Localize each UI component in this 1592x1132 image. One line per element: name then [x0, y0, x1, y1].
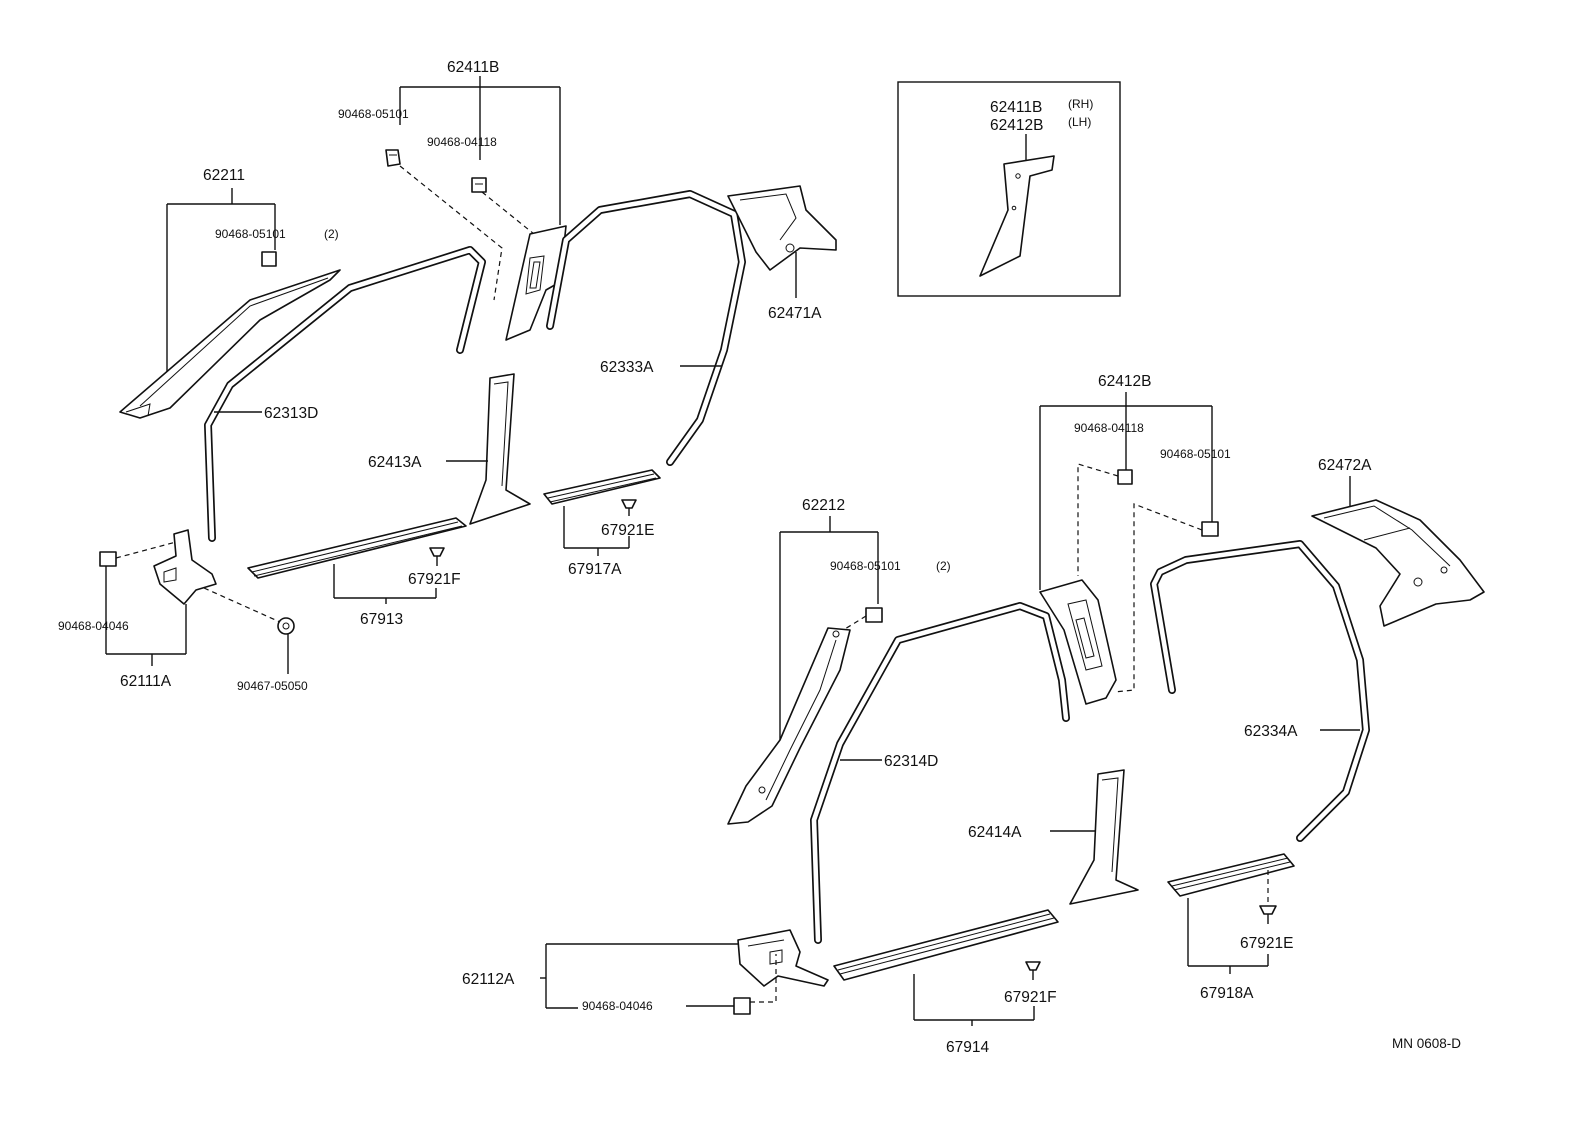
diagram-reference-code: MN 0608-D	[1392, 1036, 1461, 1051]
label-62411B-top: 62411B	[447, 59, 499, 76]
label-qty-2-right: (2)	[936, 559, 951, 573]
part-62313D	[204, 246, 486, 542]
part-62111A	[153, 529, 217, 605]
label-62414A: 62414A	[968, 824, 1022, 841]
part-67917A	[543, 469, 661, 505]
label-90468-04118-right: 90468-04118	[1074, 421, 1144, 435]
inset-box	[897, 81, 1121, 297]
part-62411B-upper	[505, 225, 567, 341]
part-67918A	[1167, 853, 1295, 897]
part-62314D	[810, 602, 1070, 944]
leader-62411B-top	[399, 76, 561, 225]
inset-part-pillar-trim	[979, 155, 1055, 277]
leader-62212	[779, 516, 879, 740]
clip-90468-05101-right	[1201, 521, 1219, 537]
clip-67921E-right	[1259, 905, 1277, 924]
label-62471A: 62471A	[768, 305, 822, 322]
inset-label-lh: (LH)	[1068, 115, 1091, 129]
clip-90468-04118-right	[1117, 469, 1133, 485]
label-62412B: 62412B	[1098, 373, 1151, 390]
part-67913	[247, 517, 467, 579]
label-62111A: 62111A	[120, 673, 172, 690]
label-62413A: 62413A	[368, 454, 422, 471]
part-62211	[119, 269, 341, 419]
leader-62112A	[540, 943, 738, 1009]
label-67918A: 67918A	[1200, 985, 1254, 1002]
clip-67921E-left	[621, 499, 637, 516]
inset-label-62412B: 62412B	[990, 117, 1043, 134]
label-90468-05101-right: 90468-05101	[1160, 447, 1231, 461]
leader-62111A	[105, 566, 289, 674]
label-62112A: 62112A	[462, 971, 515, 988]
dash-62111A-clip-left	[115, 541, 177, 559]
label-62211: 62211	[203, 167, 245, 184]
label-62333A: 62333A	[600, 359, 654, 376]
leader-67914	[913, 974, 1035, 1026]
clip-67921F-right	[1025, 961, 1041, 980]
label-62334A: 62334A	[1244, 723, 1298, 740]
label-62313D: 62313D	[264, 405, 318, 422]
clip-67921F-left	[429, 547, 445, 566]
label-qty-2-left: (2)	[324, 227, 339, 241]
label-67913: 67913	[360, 611, 403, 628]
label-67921E-right: 67921E	[1240, 935, 1293, 952]
leader-67917A	[563, 506, 630, 556]
label-67921F-right: 67921F	[1004, 989, 1057, 1006]
leader-62412B	[1039, 392, 1213, 590]
part-62112A	[737, 929, 829, 987]
label-62212: 62212	[802, 497, 845, 514]
label-90468-05101-top: 90468-05101	[338, 107, 409, 121]
dash-clip-to-pillar-2	[481, 191, 535, 235]
part-62414A	[1069, 769, 1139, 905]
part-62471A	[727, 185, 837, 271]
part-62334A	[1150, 540, 1370, 842]
part-67914	[833, 909, 1059, 981]
dash-clip-to-pillar-1	[399, 165, 503, 301]
label-67917A: 67917A	[568, 561, 622, 578]
clip-90468-05101-left	[261, 251, 277, 267]
label-67921F-left: 67921F	[408, 571, 461, 588]
inset-label-62411B: 62411B	[990, 99, 1042, 116]
clip-90468-04118-top	[471, 177, 487, 193]
dash-62112A-clip	[750, 954, 777, 1003]
label-62472A: 62472A	[1318, 457, 1372, 474]
label-90467-05050: 90467-05050	[237, 679, 308, 693]
label-90468-05101-right-2: 90468-05101	[830, 559, 901, 573]
part-62333A	[546, 190, 746, 466]
leader-67913	[333, 564, 437, 604]
label-90468-04118-top: 90468-04118	[427, 135, 497, 149]
clip-90468-05101-top	[385, 149, 401, 167]
leader-67918A	[1187, 898, 1269, 974]
label-90468-04046-left: 90468-04046	[58, 619, 129, 633]
label-67914: 67914	[946, 1039, 989, 1056]
clip-90468-04046-right	[733, 997, 751, 1015]
dash-62412B-clip-2	[1113, 503, 1203, 693]
part-62412B-upper	[1039, 579, 1117, 705]
label-62314D: 62314D	[884, 753, 938, 770]
label-90468-05101-left: 90468-05101	[215, 227, 286, 241]
dash-62412B-clip-1	[1077, 463, 1119, 576]
label-90468-04046-right: 90468-04046	[582, 999, 653, 1013]
part-62472A	[1311, 499, 1485, 627]
inset-label-rh: (RH)	[1068, 97, 1093, 111]
clip-90468-04046-left	[99, 551, 117, 567]
part-62212	[727, 627, 851, 825]
part-62413A	[469, 373, 531, 525]
leader-62211	[166, 188, 276, 372]
dash-62111A-clip-right	[203, 587, 281, 623]
clip-90468-05101-right-2	[865, 607, 883, 623]
clip-90467-05050	[277, 617, 295, 635]
label-67921E-left: 67921E	[601, 522, 654, 539]
